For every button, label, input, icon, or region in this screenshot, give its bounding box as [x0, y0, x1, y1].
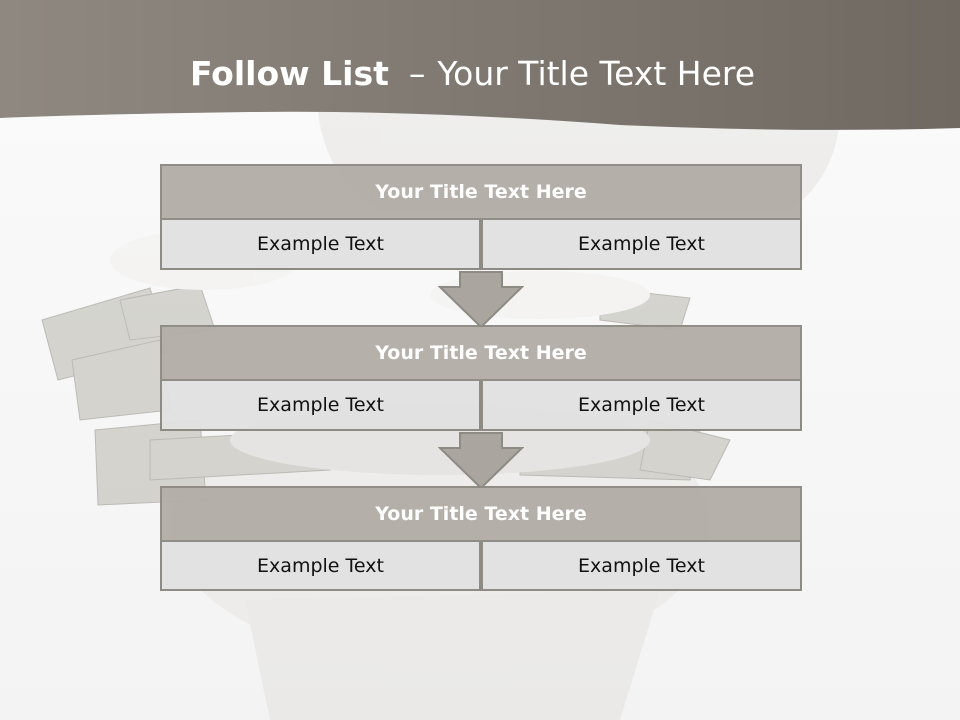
header-band: [0, 0, 960, 130]
step-cell-left: Example Text: [160, 381, 481, 431]
down-arrow-icon: [438, 271, 524, 329]
page-title: Follow List–Your Title Text Here: [0, 54, 945, 93]
step-cell-left: Example Text: [160, 542, 481, 591]
step-row: Example Text Example Text: [160, 542, 802, 591]
title-bold-part: Follow List: [189, 54, 389, 93]
step-title: Your Title Text Here: [160, 486, 802, 542]
step-cell-right: Example Text: [481, 381, 802, 431]
down-arrow-icon: [438, 432, 524, 490]
title-rest-part: Your Title Text Here: [437, 54, 756, 93]
title-dash: –: [408, 54, 426, 93]
step-cell-left: Example Text: [160, 220, 481, 270]
step-title: Your Title Text Here: [160, 164, 802, 220]
step-block-2: Your Title Text Here Example Text Exampl…: [160, 325, 802, 431]
step-block-3: Your Title Text Here Example Text Exampl…: [160, 486, 802, 591]
step-row: Example Text Example Text: [160, 381, 802, 431]
step-cell-right: Example Text: [481, 542, 802, 591]
step-block-1: Your Title Text Here Example Text Exampl…: [160, 164, 802, 270]
step-row: Example Text Example Text: [160, 220, 802, 270]
step-cell-right: Example Text: [481, 220, 802, 270]
step-title: Your Title Text Here: [160, 325, 802, 381]
